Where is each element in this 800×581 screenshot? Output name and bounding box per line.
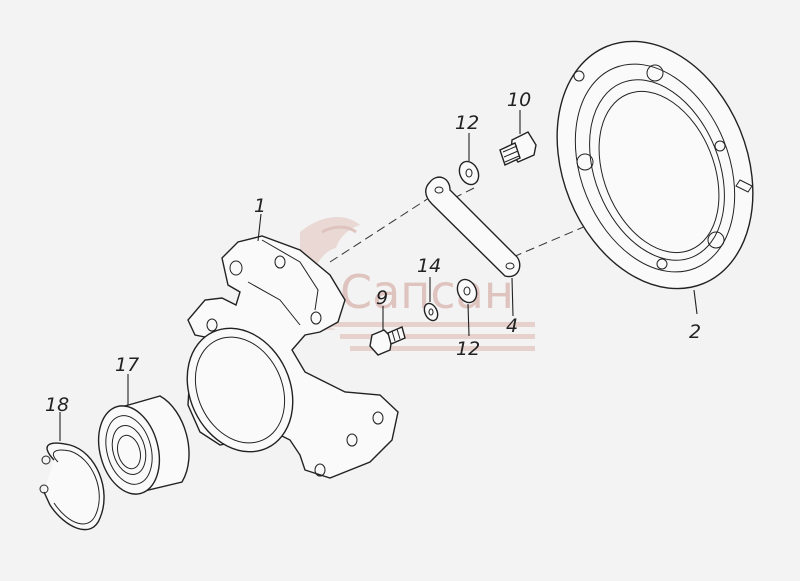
bolt-part-10 xyxy=(499,131,537,166)
leader-lines xyxy=(59,110,698,441)
callout-18: 18 xyxy=(45,394,69,416)
lock-plate-part-4 xyxy=(425,176,521,278)
callout-10: 10 xyxy=(507,89,531,111)
callout-12-top: 12 xyxy=(455,112,479,134)
callout-labels: 1 2 4 9 10 12 12 14 17 18 xyxy=(45,89,701,416)
callout-4: 4 xyxy=(506,315,518,337)
flange-ring-part-2 xyxy=(556,40,754,290)
callout-9: 9 xyxy=(376,287,388,309)
callout-2: 2 xyxy=(689,321,701,343)
callout-17: 17 xyxy=(115,354,139,376)
washer-part-12-top xyxy=(458,160,480,186)
bolt-part-9 xyxy=(369,326,406,356)
washer-part-12-mid xyxy=(456,278,478,304)
bearing-part-17 xyxy=(97,395,190,495)
callout-14: 14 xyxy=(417,255,441,277)
bracket-housing-part-1 xyxy=(186,235,399,479)
callout-1: 1 xyxy=(254,195,266,217)
spring-washer-part-14 xyxy=(423,302,439,322)
retaining-ring-part-18 xyxy=(39,442,105,531)
callout-12-bottom: 12 xyxy=(456,338,480,360)
